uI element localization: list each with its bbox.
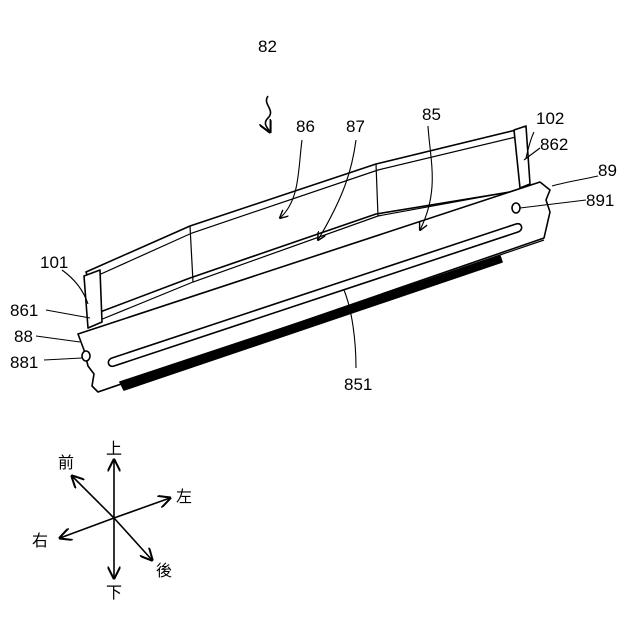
label-102: 102 — [536, 109, 564, 128]
label-88: 88 — [14, 327, 33, 346]
arrow-left — [114, 498, 170, 518]
arrow-right — [60, 518, 114, 538]
leader-89 — [552, 176, 598, 186]
leader-881 — [44, 358, 82, 360]
direction-compass: 上 下 前 後 左 右 — [32, 439, 192, 602]
dir-down: 下 — [106, 583, 122, 602]
left-hole — [82, 351, 90, 361]
label-881: 881 — [10, 353, 38, 372]
label-851: 851 — [344, 375, 372, 394]
dir-right: 右 — [32, 531, 48, 550]
label-82: 82 — [258, 37, 277, 56]
label-101: 101 — [40, 253, 68, 272]
label-891: 891 — [586, 191, 614, 210]
arrow-front — [72, 476, 114, 518]
dir-back: 後 — [156, 561, 172, 580]
right-hole — [512, 203, 520, 213]
label-89: 89 — [598, 161, 617, 180]
label-87: 87 — [346, 117, 365, 136]
label-86: 86 — [296, 117, 315, 136]
left-end-tab — [84, 270, 102, 328]
arrow-back — [114, 518, 152, 560]
leader-88 — [36, 336, 80, 342]
dir-up: 上 — [106, 439, 122, 458]
dir-left: 左 — [176, 487, 192, 506]
dir-front: 前 — [58, 453, 74, 472]
leader-861 — [46, 310, 90, 318]
ref-arrow-82 — [265, 96, 270, 132]
label-861: 861 — [10, 301, 38, 320]
label-862: 862 — [540, 135, 568, 154]
label-85: 85 — [422, 105, 441, 124]
